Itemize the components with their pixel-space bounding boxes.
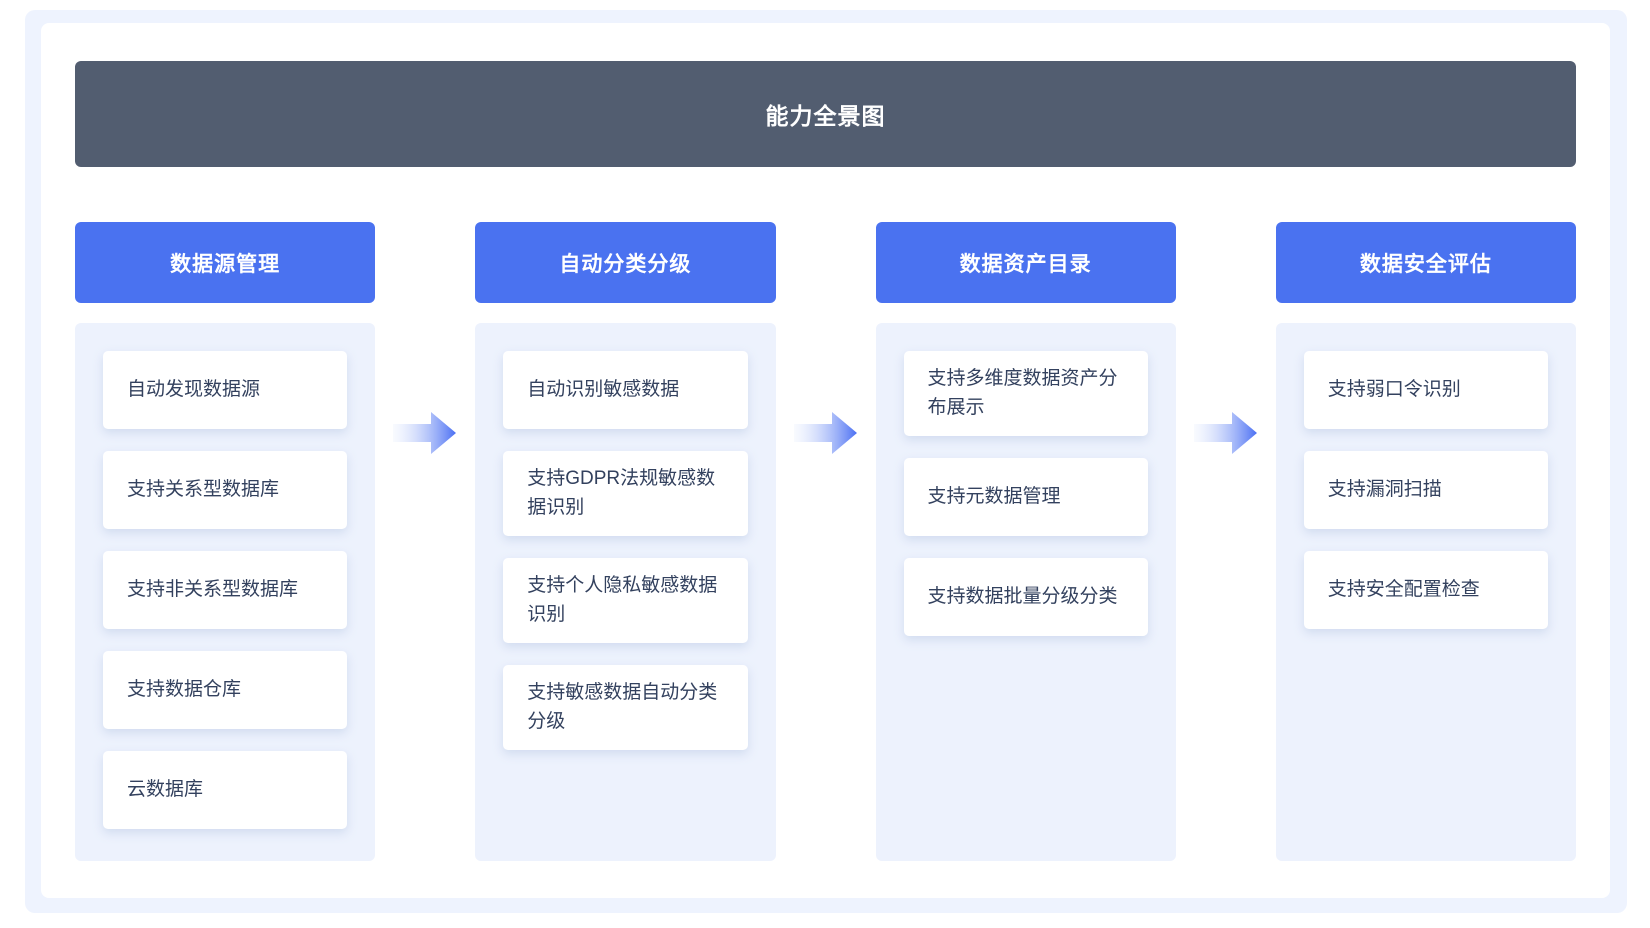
right-arrow-icon (793, 412, 857, 454)
capability-card: 支持关系型数据库 (103, 451, 348, 529)
capability-card: 自动发现数据源 (103, 351, 348, 429)
banner-title: 能力全景图 (75, 61, 1576, 167)
diagram-container: 能力全景图 数据源管理 自动分类分级 数据资产目录 数据安全评估 自动发现数据源… (41, 23, 1610, 898)
capability-card: 支持个人隐私敏感数据识别 (503, 558, 748, 643)
capability-card: 支持GDPR法规敏感数据识别 (503, 451, 748, 536)
capability-card: 支持安全配置检查 (1303, 551, 1548, 629)
column-header-data-security-assessment: 数据安全评估 (1275, 222, 1576, 303)
capability-card: 自动识别敏感数据 (503, 351, 748, 429)
capability-card: 支持敏感数据自动分类分级 (503, 665, 748, 750)
panel-data-security-assessment: 支持弱口令识别 支持漏洞扫描 支持安全配置检查 (1275, 323, 1576, 861)
column-panels-row: 自动发现数据源 支持关系型数据库 支持非关系型数据库 支持数据仓库 云数据库 自… (75, 323, 1576, 861)
right-arrow-icon (393, 412, 457, 454)
capability-card: 支持数据仓库 (103, 651, 348, 729)
capability-card: 支持漏洞扫描 (1303, 451, 1548, 529)
panel-data-source-management: 自动发现数据源 支持关系型数据库 支持非关系型数据库 支持数据仓库 云数据库 (75, 323, 376, 861)
capability-card: 云数据库 (103, 751, 348, 829)
column-header-data-asset-catalog: 数据资产目录 (875, 222, 1176, 303)
panel-data-asset-catalog: 支持多维度数据资产分布展示 支持元数据管理 支持数据批量分级分类 (875, 323, 1176, 861)
capability-card: 支持数据批量分级分类 (903, 558, 1148, 636)
column-header-auto-classification: 自动分类分级 (475, 222, 776, 303)
capability-card: 支持弱口令识别 (1303, 351, 1548, 429)
capability-card: 支持元数据管理 (903, 458, 1148, 536)
column-header-data-source-management: 数据源管理 (75, 222, 376, 303)
right-arrow-icon (1193, 412, 1257, 454)
panel-auto-classification: 自动识别敏感数据 支持GDPR法规敏感数据识别 支持个人隐私敏感数据识别 支持敏… (475, 323, 776, 861)
capability-card: 支持非关系型数据库 (103, 551, 348, 629)
capability-card: 支持多维度数据资产分布展示 (903, 351, 1148, 436)
column-headers-row: 数据源管理 自动分类分级 数据资产目录 数据安全评估 (75, 222, 1576, 303)
